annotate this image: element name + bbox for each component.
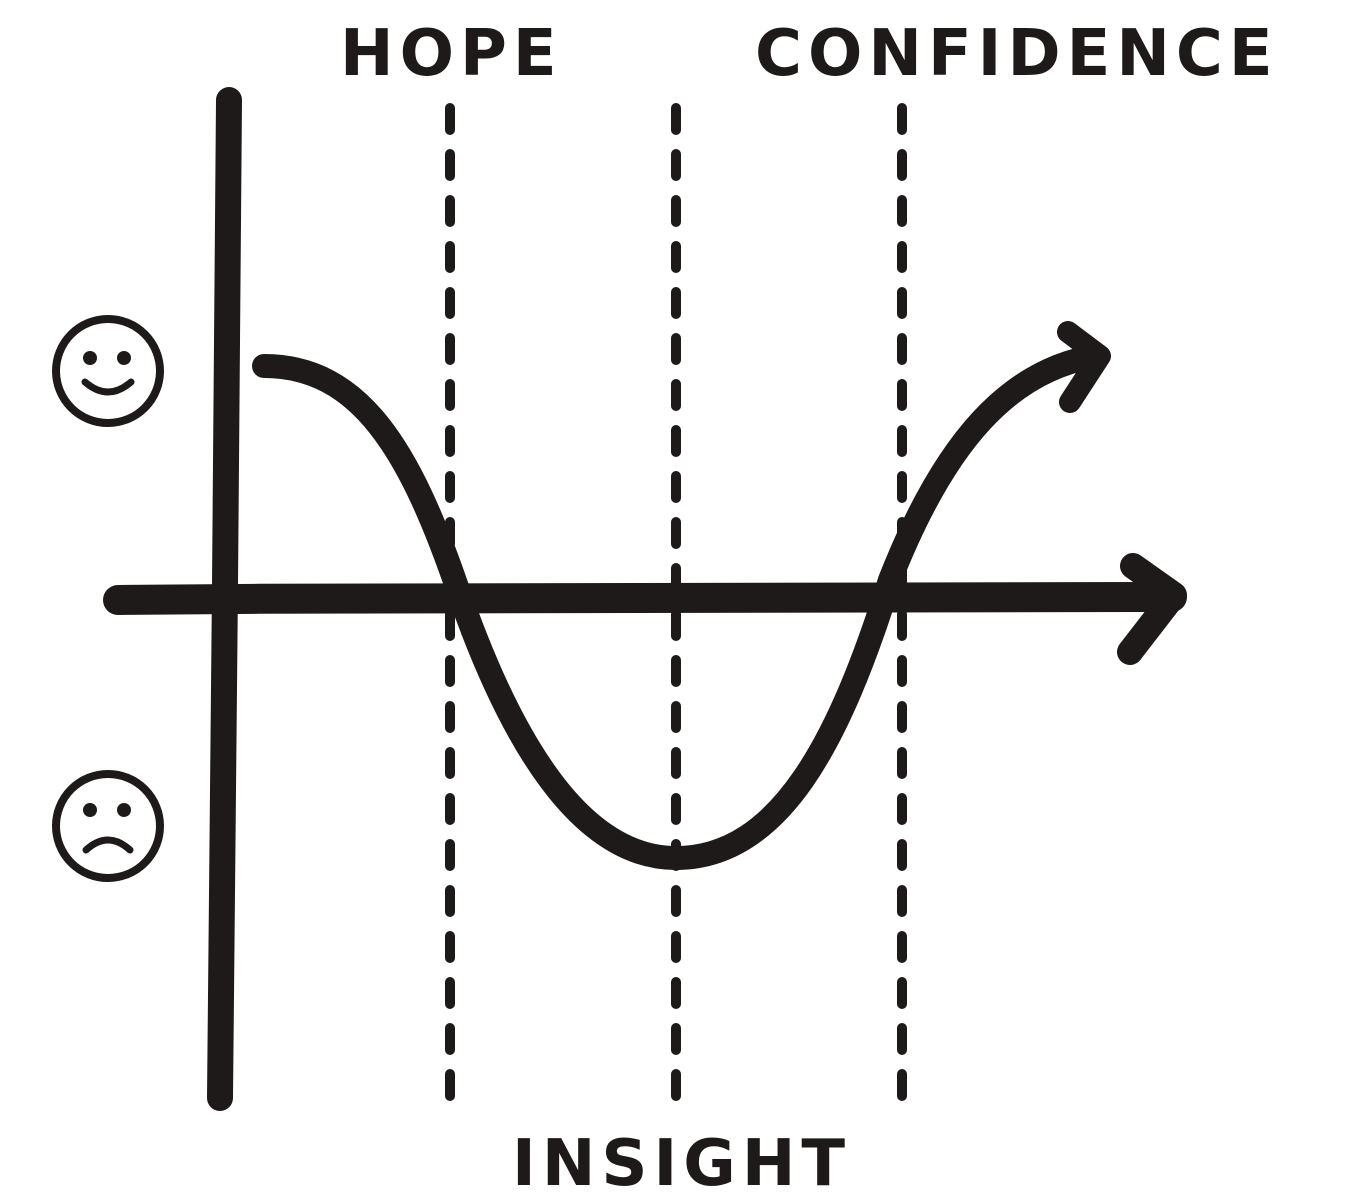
label-hope: HOPE [340, 17, 563, 91]
label-insight: INSIGHT [512, 1127, 851, 1194]
emotion-curve-arrowhead [1057, 321, 1111, 413]
smiley-face-icon [52, 315, 164, 427]
horizontal-axis-arrowhead [1117, 553, 1187, 665]
label-confidence: CONFIDENCE [755, 17, 1279, 91]
horizontal-axis [103, 582, 1187, 615]
emotion-curve [252, 344, 1108, 870]
frowny-face-icon [52, 770, 164, 882]
